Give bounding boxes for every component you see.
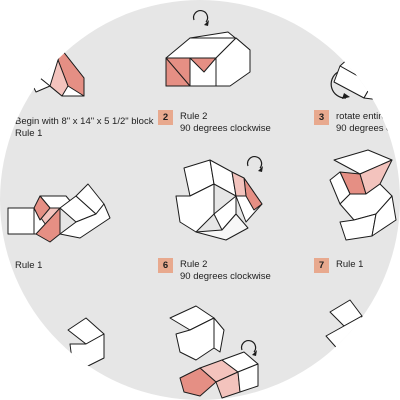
step-6-number-badge: 6 [158,258,173,273]
step-6-caption: Rule 2 90 degrees clockwise [180,259,271,283]
step-1-text: Begin with 8" x 14" x 5 1/2" block [15,116,154,127]
step-5-caption: Rule 1 [15,260,42,272]
step-2-rule: Rule 2 [180,111,208,122]
step-3-text: rotate entire [336,111,387,122]
step-2-rotation: 90 degrees clockwise [180,123,271,134]
step-5-rule: Rule 1 [15,260,43,271]
rotate-clockwise-arrow-icon [192,10,209,26]
rotate-clockwise-arrow-icon [240,340,257,356]
step-6-rotation: 90 degrees clockwise [180,271,271,282]
step-3-number-badge: 3 [314,110,329,125]
step-1-caption: Begin with 8" x 14" x 5 1/2" block Rule … [15,116,153,140]
step-3-caption: rotate entire 90 degrees c [336,111,391,135]
step-6-rule: Rule 2 [180,259,208,270]
step-2-number-badge: 2 [158,110,173,125]
step-2-caption: Rule 2 90 degrees clockwise [180,111,271,135]
step-1-rule: Rule 1 [15,128,43,139]
step-7-rule: Rule 1 [336,259,364,270]
rotate-clockwise-arrow-icon [246,156,263,172]
step-7-number-badge: 7 [314,258,329,273]
step-3-rotation: 90 degrees c [336,123,391,134]
step-7-caption: Rule 1 [336,259,363,271]
